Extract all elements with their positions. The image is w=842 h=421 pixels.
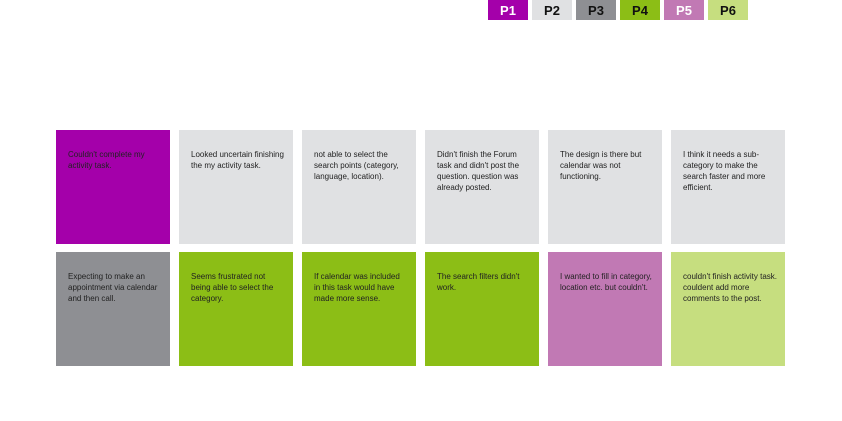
legend-p2: P2 [532, 0, 572, 20]
sticky-note: The design is there but calendar was not… [548, 130, 662, 244]
sticky-note: Looked uncertain finishing the my activi… [179, 130, 293, 244]
sticky-note: Expecting to make an appointment via cal… [56, 252, 170, 366]
participant-legend: P1 P2 P3 P4 P5 P6 [488, 0, 748, 20]
affinity-notes-grid: Couldn't complete my activity task. Look… [56, 130, 785, 366]
sticky-note: not able to select the search points (ca… [302, 130, 416, 244]
sticky-note: Didn't finish the Forum task and didn't … [425, 130, 539, 244]
sticky-note: Couldn't complete my activity task. [56, 130, 170, 244]
legend-p6: P6 [708, 0, 748, 20]
sticky-note: If calendar was included in this task wo… [302, 252, 416, 366]
sticky-note: couldn't finish activity task. couldent … [671, 252, 785, 366]
sticky-note: Seems frustrated not being able to selec… [179, 252, 293, 366]
legend-p3: P3 [576, 0, 616, 20]
sticky-note: The search filters didn't work. [425, 252, 539, 366]
sticky-note: I wanted to fill in category, location e… [548, 252, 662, 366]
legend-p1: P1 [488, 0, 528, 20]
legend-p4: P4 [620, 0, 660, 20]
legend-p5: P5 [664, 0, 704, 20]
sticky-note: I think it needs a sub-category to make … [671, 130, 785, 244]
